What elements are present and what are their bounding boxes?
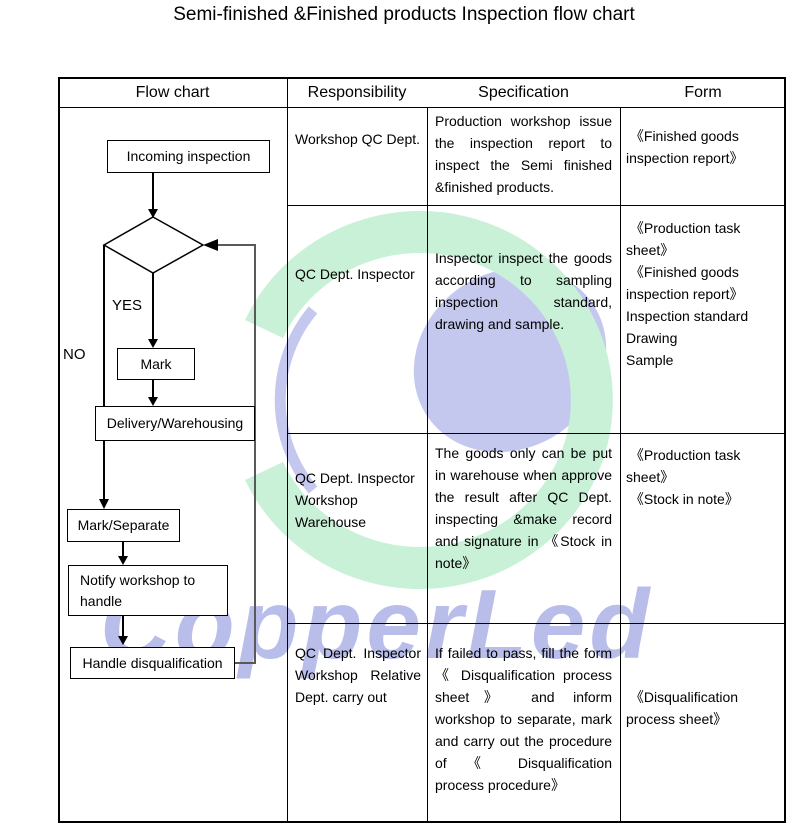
form-item: 《Production task sheet》 xyxy=(626,447,745,485)
header-responsibility: Responsibility xyxy=(307,84,407,101)
node-mark-separate: Mark/Separate xyxy=(67,509,180,542)
form-item: Sample xyxy=(626,352,674,368)
yes-branch-label: YES xyxy=(112,297,143,314)
form-item: 《Stock in note》 xyxy=(626,491,739,507)
cell-form-row1: 《Finished goods inspection report》 xyxy=(620,105,786,205)
header-flow-chart: Flow chart xyxy=(135,84,210,101)
node-delivery-warehousing: Delivery/Warehousing xyxy=(95,406,255,441)
node-notify-workshop: Notify workshop to handle xyxy=(68,565,228,616)
cell-form-row3: 《Production task sheet》 《Stock in note》 xyxy=(620,433,786,623)
table-outer-border xyxy=(58,77,786,823)
cell-specification-row4: If failed to pass, fill the form 《 Disqu… xyxy=(435,645,612,793)
header-divider xyxy=(58,107,786,108)
cell-specification-row2: Inspector inspect the goods according to… xyxy=(435,250,612,332)
cell-responsibility-row2: QC Dept. Inspector xyxy=(295,266,415,282)
cell-responsibility-row3: QC Dept. Inspector Workshop Warehouse xyxy=(295,470,415,530)
column-divider xyxy=(427,108,428,823)
page-title: Semi-finished &Finished products Inspect… xyxy=(173,4,635,25)
cell-form-row2: 《Production task sheet》 《Finished goods … xyxy=(620,205,786,433)
form-item: 《Finished goods inspection report》 xyxy=(626,128,744,166)
cell-responsibility-row4: QC Dept. Inspector Workshop Relative Dep… xyxy=(295,645,421,705)
no-branch-label: NO xyxy=(63,346,86,363)
cell-specification-row1: Production workshop issue the inspection… xyxy=(435,113,612,195)
header-form: Form xyxy=(684,84,722,101)
row-divider xyxy=(287,205,786,206)
form-item: Inspection standard xyxy=(626,308,749,324)
row-divider xyxy=(287,433,786,434)
form-item: 《Finished goods inspection report》 xyxy=(626,264,744,302)
form-item: 《Production task sheet》 xyxy=(626,220,745,258)
cell-specification-row3: The goods only can be put in warehouse w… xyxy=(435,445,612,571)
cell-form-row4: 《Disqualification process sheet》 xyxy=(620,623,786,823)
node-mark: Mark xyxy=(117,348,195,380)
cell-responsibility-row1: Workshop QC Dept. xyxy=(295,131,421,147)
column-divider xyxy=(287,77,288,823)
header-specification: Specification xyxy=(478,84,569,101)
form-item: Drawing xyxy=(626,330,678,346)
node-incoming-inspection: Incoming inspection xyxy=(107,140,270,173)
node-handle-disqualification: Handle disqualification xyxy=(70,647,235,679)
row-divider xyxy=(287,623,786,624)
column-divider xyxy=(620,108,621,823)
form-item: 《Disqualification process sheet》 xyxy=(626,689,742,727)
